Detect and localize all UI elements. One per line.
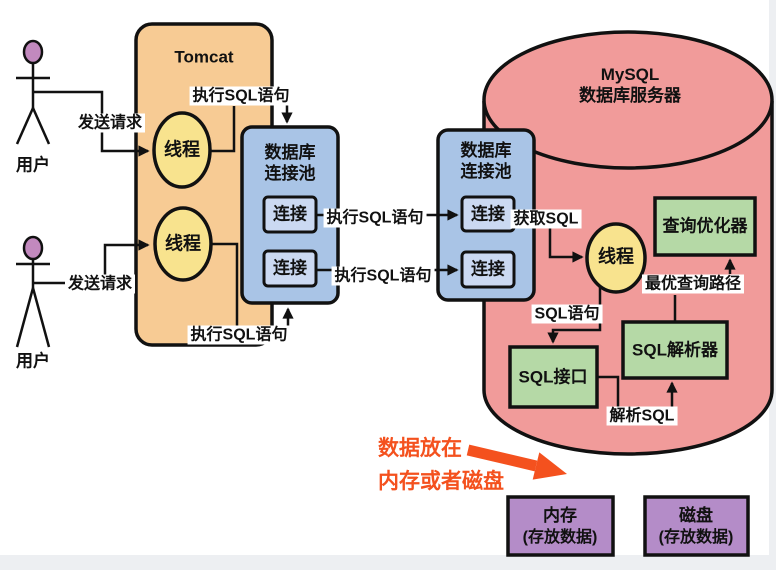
- connection-box-b: [262, 249, 318, 288]
- mysql-title-line2: 数据库服务器: [579, 86, 681, 105]
- edge-label-parse-sql: 解析SQL: [606, 406, 678, 426]
- query-optimizer-box: [653, 196, 757, 257]
- edge-label-send-request-1: 发送请求: [74, 113, 146, 133]
- disk-desc: (存放数据): [658, 529, 734, 546]
- connection-label-c: 连接: [471, 204, 505, 224]
- edge-label-best-path: 最优查询路径: [641, 274, 745, 294]
- connection-label-d: 连接: [471, 259, 505, 279]
- annotation-line1: 数据放在: [378, 437, 462, 460]
- edge-label-send-request-2: 发送请求: [64, 274, 136, 294]
- pool1-title-line2: 连接池: [264, 164, 316, 183]
- edge-label-sql-statement: SQL语句: [531, 304, 603, 324]
- actor-user-2: [15, 235, 51, 348]
- user-label-2: 用户: [16, 351, 50, 371]
- memory-label: 内存 (存放数据): [523, 505, 598, 549]
- edge-label-execute-sql-mid2: 执行SQL语句: [331, 266, 435, 286]
- connection-label-a: 连接: [273, 204, 307, 224]
- edge-label-fetch-sql: 获取SQL: [510, 209, 582, 229]
- sql-parser-box: [621, 320, 729, 380]
- mysql-title: MySQL 数据库服务器: [579, 64, 681, 106]
- annotation-line2: 内存或者磁盘: [378, 470, 504, 493]
- mysql-title-line1: MySQL: [600, 65, 660, 84]
- disk-name: 磁盘: [678, 506, 713, 525]
- user-label-1: 用户: [16, 155, 50, 175]
- pool1-title-line1: 数据库: [264, 143, 316, 162]
- connection-box-d: [460, 250, 516, 289]
- memory-name: 内存: [542, 506, 577, 525]
- connection-label-b: 连接: [273, 258, 307, 278]
- disk-box: [643, 495, 750, 557]
- memory-desc: (存放数据): [522, 529, 598, 546]
- thread-label-2: 线程: [165, 233, 201, 254]
- thread-label-1: 线程: [164, 139, 200, 160]
- annotation-text: 数据放在 内存或者磁盘: [378, 432, 504, 498]
- sql-interface-label: SQL接口: [518, 367, 588, 387]
- line-thread2-to-label: [211, 242, 239, 329]
- edge-label-execute-sql-top: 执行SQL语句: [189, 86, 293, 106]
- line-thread1-to-label: [210, 106, 236, 153]
- pool2-title-line1: 数据库: [460, 141, 512, 160]
- actor-head: [22, 235, 44, 261]
- pool2-title-line2: 连接池: [460, 162, 512, 181]
- disk-label: 磁盘 (存放数据): [659, 505, 734, 549]
- tomcat-title: Tomcat: [174, 47, 234, 67]
- query-optimizer-label: 查询优化器: [662, 216, 748, 236]
- edge-label-execute-sql-mid1: 执行SQL语句: [323, 208, 427, 228]
- pool1-title: 数据库 连接池: [265, 142, 316, 184]
- pool2-title: 数据库 连接池: [461, 140, 512, 182]
- connection-box-a: [262, 195, 318, 234]
- actor-head: [22, 39, 44, 65]
- sql-parser-label: SQL解析器: [632, 340, 718, 360]
- thread-label-3: 线程: [598, 246, 634, 267]
- actor-user-1: [15, 39, 51, 145]
- thread-circle-3: [585, 222, 647, 294]
- page-edge-bottom: [0, 555, 776, 570]
- arrow-fetch-to-thread3: [548, 228, 584, 263]
- edge-label-execute-sql-bottom: 执行SQL语句: [187, 325, 291, 345]
- memory-box: [506, 495, 615, 557]
- annotation-arrow: [466, 444, 567, 480]
